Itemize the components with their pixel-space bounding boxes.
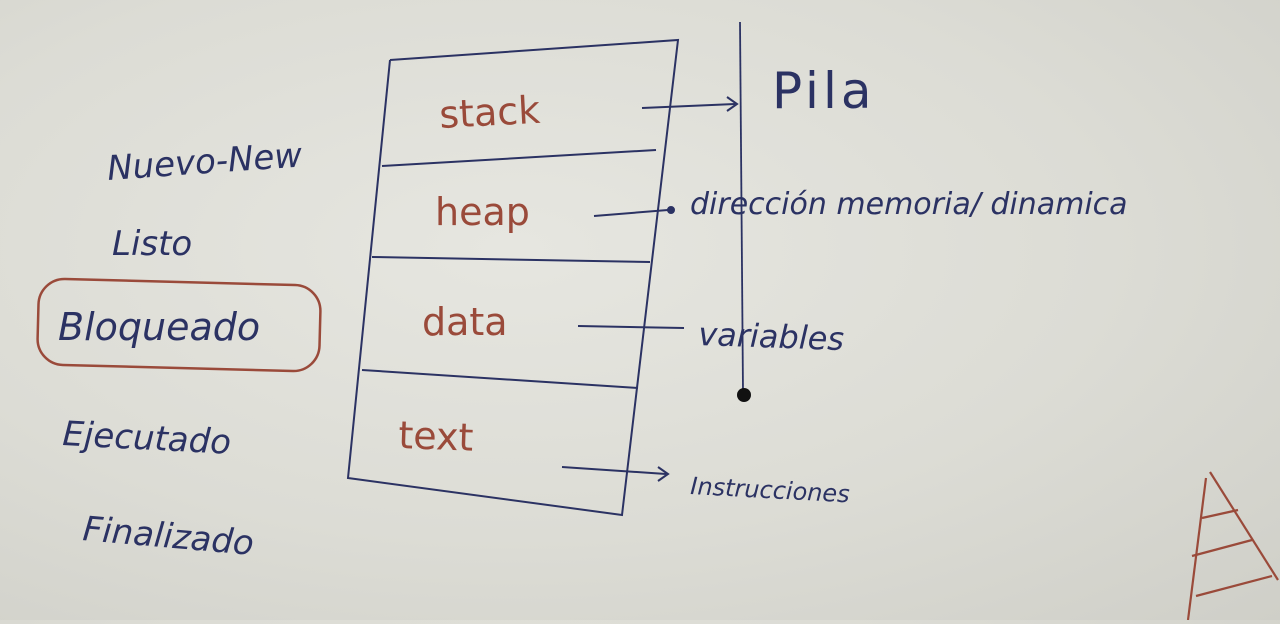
memory-layout-diagram bbox=[346, 38, 680, 517]
annotation-pila: Pila bbox=[772, 62, 875, 120]
line-data bbox=[577, 325, 685, 329]
arrow-text-head bbox=[657, 466, 670, 482]
state-ejecutado: Ejecutado bbox=[62, 414, 233, 463]
segment-annotations: Pila dirección memoria/ dinamica variabl… bbox=[690, 62, 1128, 508]
segment-stack: stack bbox=[438, 88, 541, 137]
annotation-heap: dirección memoria/ dinamica bbox=[690, 187, 1128, 222]
divider-heap-data bbox=[371, 256, 651, 263]
state-nuevo: Nuevo-New bbox=[106, 135, 304, 189]
divider-data-text bbox=[361, 369, 639, 389]
stack-growth-line bbox=[737, 21, 751, 402]
process-states-list: Nuevo-New Listo Bloqueado Ejecutado Fina… bbox=[36, 135, 322, 564]
segment-data: data bbox=[422, 300, 508, 344]
line-endpoint-dot bbox=[737, 388, 751, 402]
memory-box-outline bbox=[346, 38, 680, 517]
arrows bbox=[561, 96, 739, 482]
annotation-text: Instrucciones bbox=[690, 472, 851, 508]
state-bloqueado: Bloqueado bbox=[58, 305, 260, 349]
arrow-text bbox=[561, 466, 667, 475]
arrow-stack bbox=[641, 103, 736, 109]
arrow-heap bbox=[593, 209, 669, 217]
arrow-heap-head bbox=[667, 206, 675, 214]
state-finalizado: Finalizado bbox=[81, 509, 255, 564]
state-listo: Listo bbox=[112, 224, 192, 264]
segment-heap: heap bbox=[435, 190, 530, 234]
memory-segment-labels: stack heap data text bbox=[398, 88, 542, 460]
annotation-data: variables bbox=[698, 315, 845, 358]
highlight-circle bbox=[36, 277, 322, 373]
arrow-stack-head bbox=[726, 96, 739, 112]
segment-text: text bbox=[398, 413, 474, 460]
divider-stack-heap bbox=[381, 149, 657, 167]
partial-sketch bbox=[1186, 471, 1279, 621]
